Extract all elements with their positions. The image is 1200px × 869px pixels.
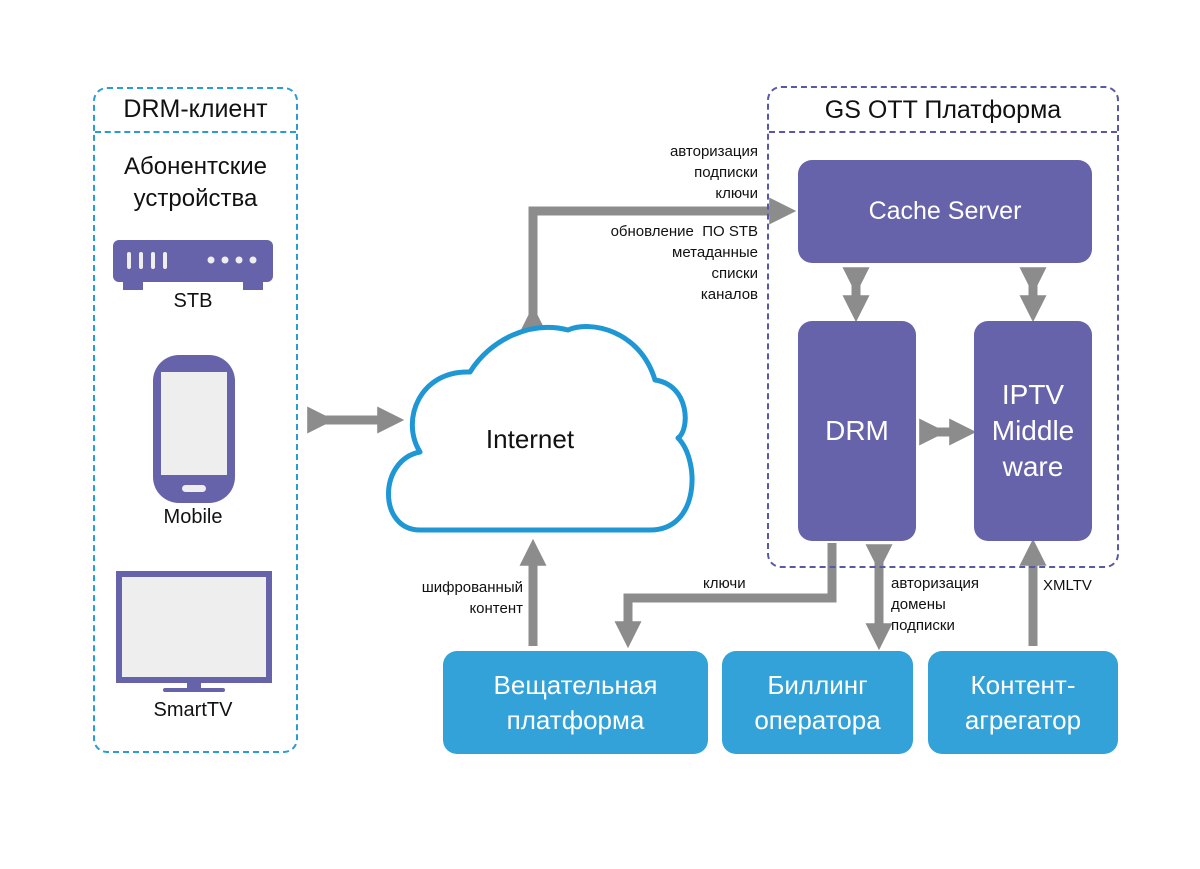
arrow-internet-cache — [519, 197, 797, 333]
edge-label-billing: авторизация домены подписки — [891, 575, 980, 634]
edge-label-xmltv: XMLTV — [1043, 577, 1092, 594]
drm-client-divider — [95, 131, 296, 133]
smartphone-icon — [153, 355, 235, 503]
ott-platform-divider — [769, 131, 1117, 133]
tv-icon — [116, 571, 272, 692]
arrow-drm-broadcast — [614, 543, 837, 649]
edge-label-encrypted-content: шифрованный контент — [421, 579, 523, 617]
drm-node[interactable]: DRM — [798, 321, 916, 541]
broadcast-platform-node[interactable]: Вещательная платформа — [443, 651, 708, 754]
device-label-mobile: Mobile — [163, 506, 223, 528]
edge-label-keys: ключи — [703, 575, 746, 592]
subscriber-devices-heading: Абонентские устройства — [124, 153, 267, 212]
edge-label-cache-bottom: обновление ПО STB метаданные списки кана… — [610, 223, 758, 303]
drm-client-title: DRM-клиент — [123, 95, 268, 123]
set-top-box-icon — [113, 240, 273, 290]
device-label-smarttv: SmartTV — [153, 699, 233, 721]
drm-client-group: DRM-клиент Абонентские устройства — [93, 87, 298, 753]
edge-label-cache-top: авторизация подписки ключи — [669, 143, 758, 202]
device-label-stb: STB — [173, 290, 213, 312]
cache-server-node[interactable]: Cache Server — [798, 160, 1092, 263]
iptv-middleware-node[interactable]: IPTV Middle ware — [974, 321, 1092, 541]
operator-billing-node[interactable]: Биллинг оператора — [722, 651, 913, 754]
internet-label: Internet — [485, 424, 575, 454]
ott-platform-group: GS OTT Платформа — [767, 86, 1119, 568]
ott-platform-title: GS OTT Платформа — [824, 96, 1062, 124]
content-aggregator-node[interactable]: Контент- агрегатор — [928, 651, 1118, 754]
cloud-icon — [386, 324, 695, 533]
